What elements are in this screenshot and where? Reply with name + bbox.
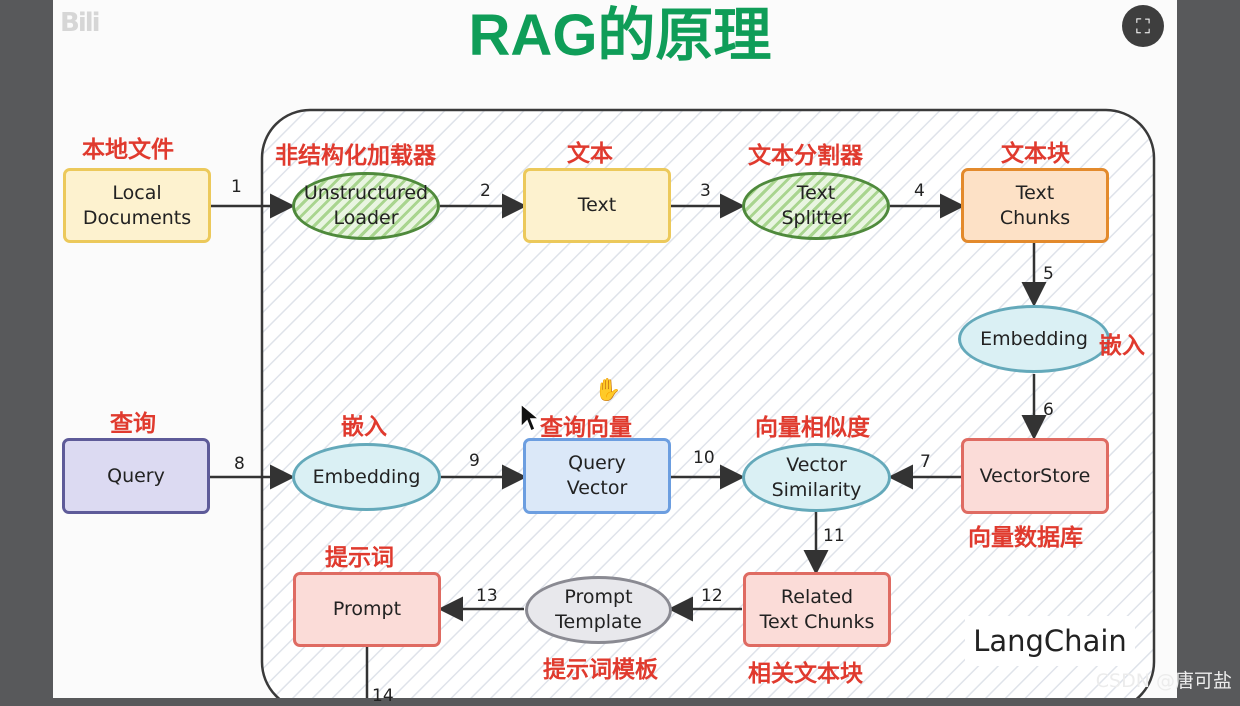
zh-unstructured-loader: 非结构化加载器 [275,143,436,169]
step-13: 13 [476,586,498,606]
step-6: 6 [1043,400,1054,420]
step-9: 9 [469,451,480,471]
zh-text: 文本 [567,141,613,167]
langchain-region [260,108,1156,698]
step-14: 14 [372,686,394,706]
hand-cursor-icon: ✋ [594,378,622,403]
node-related-chunks: Related Text Chunks [743,572,891,647]
zh-vector-similarity: 向量相似度 [755,415,870,441]
zh-embedding-left: 嵌入 [341,414,387,440]
arrow-cursor-icon [520,403,542,433]
zh-query: 查询 [110,411,156,437]
node-embedding-right: Embedding [958,305,1110,373]
node-query: Query [62,438,210,514]
node-unstructured-loader: Unstructured Loader [292,172,440,240]
step-2: 2 [480,181,491,201]
zh-query-vector: 查询向量 [540,415,632,441]
step-10: 10 [693,448,715,468]
zh-prompt-template: 提示词模板 [543,657,658,683]
node-prompt: Prompt [293,572,441,647]
close-icon[interactable]: ⛶ [1122,5,1164,47]
node-local-documents: Local Documents [63,168,211,243]
step-5: 5 [1043,264,1054,284]
node-query-vector: Query Vector [523,438,671,514]
node-vector-similarity: Vector Similarity [742,443,891,512]
step-11: 11 [823,526,845,546]
zh-prompt: 提示词 [325,545,394,571]
zh-local-documents: 本地文件 [82,137,174,163]
langchain-logo: LangChain [965,616,1135,666]
step-12: 12 [701,586,723,606]
node-vectorstore: VectorStore [961,438,1109,514]
step-1: 1 [231,177,242,197]
node-text-splitter: Text Splitter [742,172,890,240]
page-title: RAG的原理 [468,3,772,68]
watermark-bottom: CSDN @唐可盐 [1095,670,1232,692]
node-prompt-template: Prompt Template [525,576,672,644]
node-text-chunks: Text Chunks [961,168,1109,243]
zh-related-chunks: 相关文本块 [748,661,863,687]
zh-embedding-right: 嵌入 [1099,333,1145,359]
step-8: 8 [234,454,245,474]
step-4: 4 [914,181,925,201]
zh-vectorstore: 向量数据库 [968,525,1083,551]
node-text: Text [523,168,671,243]
step-3: 3 [700,181,711,201]
step-7: 7 [920,452,931,472]
zh-text-chunks: 文本块 [1001,141,1070,167]
zh-text-splitter: 文本分割器 [748,143,863,169]
watermark-top: Bili [60,8,101,38]
node-embedding-left: Embedding [292,443,441,511]
